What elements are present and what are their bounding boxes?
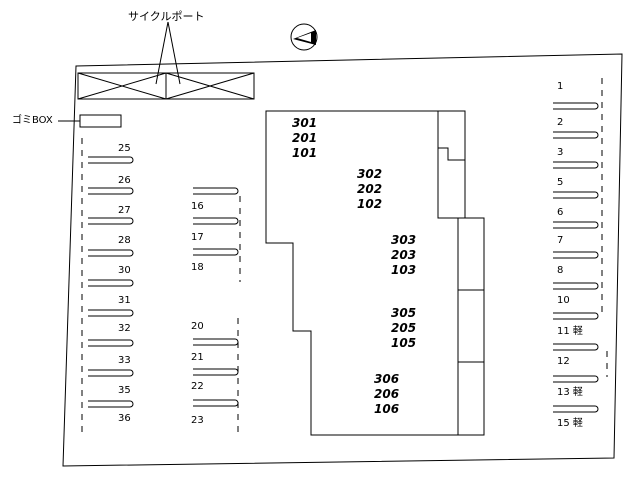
stall-number-left-a: 31 [118,295,131,306]
parking-stall-line [88,400,134,408]
unit-number: 101 [292,146,318,160]
parking-stall-line [553,131,599,139]
unit-number: 206 [374,387,400,401]
stall-number-left-b: 17 [191,232,204,243]
stall-number-right: 10 [557,295,570,306]
stall-number-left-a: 33 [118,355,131,366]
stall-number-right: 12 [557,356,570,367]
parking-stall-line [193,248,239,256]
parking-stall-line [553,251,599,259]
unit-number: 205 [391,321,417,335]
stall-number-left-a: 27 [118,205,131,216]
stall-number-right: 15 軽 [557,418,583,429]
parking-stall-line [193,217,239,225]
stall-number-left-a: 30 [118,265,131,276]
stall-number-right: 8 [557,265,564,276]
unit-number: 203 [391,248,417,262]
parking-stall-line [553,221,599,229]
garbage-box-label: ゴミBOX [12,115,53,126]
stall-number-right: 11 軽 [557,326,583,337]
parking-stall-line [553,191,599,199]
parking-stall-line [193,368,239,376]
parking-stall-line [553,405,599,413]
stall-number-right: 2 [557,117,564,128]
stall-number-left-a: 32 [118,323,131,334]
parking-stall-line [553,102,599,110]
site-boundary [62,53,623,467]
parking-stall-line [553,343,599,351]
unit-number: 306 [374,372,400,386]
unit-number: 105 [391,336,417,350]
unit-number: 302 [357,167,383,181]
garbage-box [79,114,122,128]
unit-number: 201 [292,131,318,145]
unit-number: 202 [357,182,383,196]
parking-stall-line [193,187,239,195]
parking-stall-line [88,369,134,377]
stall-number-left-b: 22 [191,381,204,392]
parking-stall-line [553,312,599,320]
parking-stall-line [88,249,134,257]
dashed-guides [81,78,608,432]
parking-stall-line [88,309,134,317]
parking-stall-line [553,161,599,169]
stall-number-right: 13 軽 [557,387,583,398]
stall-number-left-a: 35 [118,385,131,396]
stall-number-right: 5 [557,177,564,188]
stall-number-left-b: 23 [191,415,204,426]
stall-number-left-a: 26 [118,175,131,186]
building-annex [437,110,485,436]
stall-number-right: 1 [557,81,564,92]
stall-number-left-a: 28 [118,235,131,246]
parking-stall-line [553,282,599,290]
unit-number: 301 [292,116,318,130]
cycle-port-label: サイクルポート [128,10,205,23]
unit-number: 106 [374,402,400,416]
unit-number: 102 [357,197,383,211]
parking-stall-line [88,187,134,195]
stall-number-right: 3 [557,147,564,158]
parking-stall-line [553,375,599,383]
stall-number-left-a: 36 [118,413,131,424]
stall-number-left-b: 21 [191,352,204,363]
unit-number: 305 [391,306,417,320]
unit-number: 303 [391,233,417,247]
parking-stall-line [88,156,134,164]
parking-stall-line [88,217,134,225]
stall-number-right: 7 [557,235,564,246]
parking-stall-line [193,338,239,346]
cycle-port [77,21,255,100]
parking-stall-line [88,339,134,347]
stall-number-left-b: 18 [191,262,204,273]
stall-number-left-b: 20 [191,321,204,332]
parking-stall-line [88,279,134,287]
unit-number: 103 [391,263,417,277]
stall-number-left-b: 16 [191,201,204,212]
north-arrow-icon [290,23,318,51]
stall-number-right: 6 [557,207,564,218]
stall-number-left-a: 25 [118,143,131,154]
parking-stall-line [193,399,239,407]
